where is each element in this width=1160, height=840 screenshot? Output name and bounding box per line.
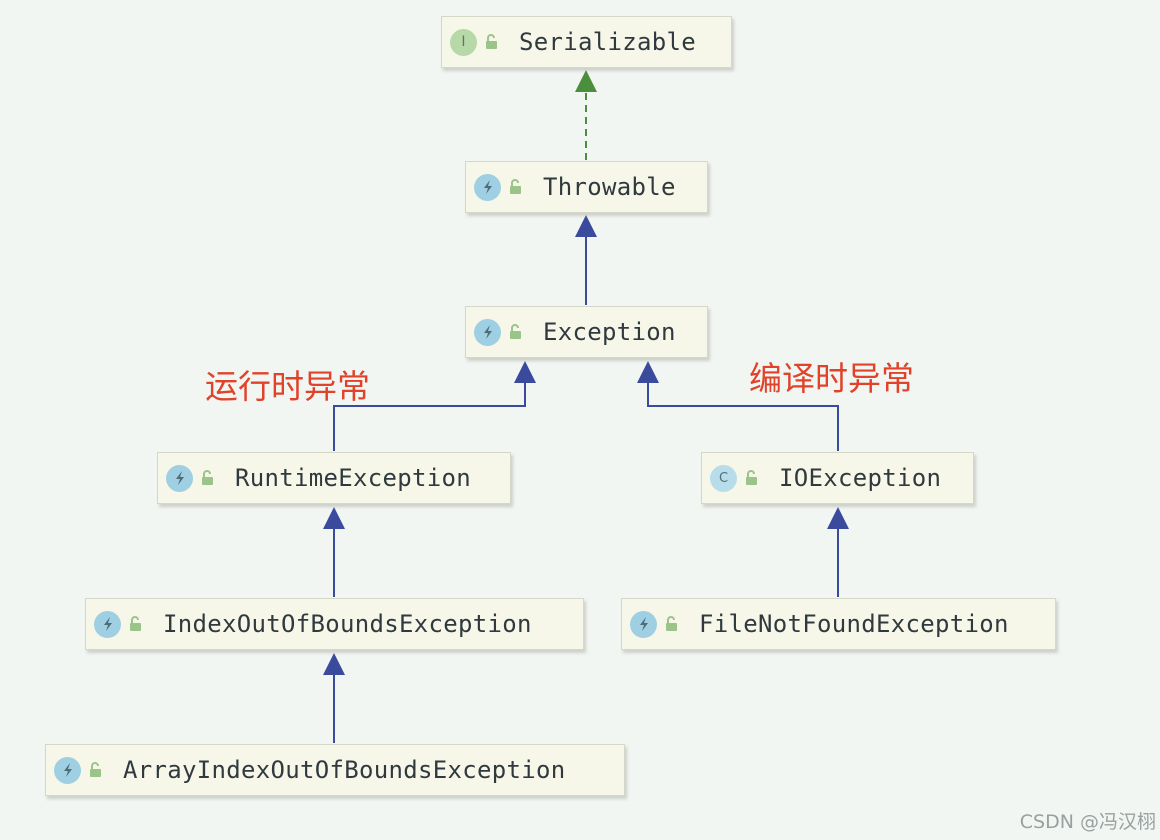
- node-file-not-found-exception[interactable]: FileNotFoundException: [621, 598, 1056, 650]
- edge-throwable-to-serializable: [575, 70, 597, 160]
- node-exception[interactable]: Exception: [465, 306, 708, 358]
- watermark: CSDN @冯汉栩: [1019, 811, 1156, 833]
- edge-indexoob-to-runtime: [323, 507, 345, 597]
- edge-ioexception-to-exception: [637, 361, 839, 451]
- node-label: Exception: [543, 318, 676, 346]
- exception-icon: [54, 756, 81, 784]
- exception-icon: [166, 464, 193, 492]
- node-label: FileNotFoundException: [699, 610, 1009, 638]
- node-label: Throwable: [543, 173, 676, 201]
- node-label: RuntimeException: [235, 464, 471, 492]
- node-runtime-exception[interactable]: RuntimeException: [157, 452, 511, 504]
- class-icon-letter: C: [718, 470, 729, 486]
- node-array-index-out-of-bounds-exception[interactable]: ArrayIndexOutOfBoundsException: [45, 744, 625, 796]
- node-throwable[interactable]: Throwable: [465, 161, 708, 213]
- annotation-runtime-exceptions: 运行时异常: [205, 367, 370, 406]
- annotation-compile-time-exceptions: 编译时异常: [749, 359, 914, 398]
- open-lock-icon: [746, 470, 757, 485]
- open-lock-icon: [510, 324, 521, 339]
- exception-icon: [474, 173, 501, 201]
- exception-icon: [474, 318, 501, 346]
- open-lock-icon: [510, 179, 521, 194]
- exception-icon: [630, 610, 657, 638]
- open-lock-icon: [666, 616, 677, 631]
- open-lock-icon: [130, 616, 141, 631]
- open-lock-icon: [486, 34, 497, 49]
- open-lock-icon: [202, 470, 213, 485]
- node-label: IOException: [779, 464, 942, 492]
- edge-filenotfound-to-ioexception: [827, 507, 849, 597]
- edge-arrayindexoob-to-indexoob: [323, 653, 345, 743]
- node-label: IndexOutOfBoundsException: [163, 610, 532, 638]
- exception-icon: [94, 610, 121, 638]
- interface-icon: I: [450, 28, 477, 56]
- class-icon: C: [710, 464, 737, 492]
- edge-runtime-to-exception: [333, 361, 536, 451]
- node-label: Serializable: [519, 28, 696, 56]
- node-ioexception[interactable]: C IOException: [701, 452, 974, 504]
- edge-exception-to-throwable: [575, 215, 597, 305]
- node-index-out-of-bounds-exception[interactable]: IndexOutOfBoundsException: [85, 598, 584, 650]
- open-lock-icon: [90, 762, 101, 777]
- interface-icon-letter: I: [461, 34, 466, 50]
- node-label: ArrayIndexOutOfBoundsException: [123, 756, 566, 784]
- node-serializable[interactable]: I Serializable: [441, 16, 732, 68]
